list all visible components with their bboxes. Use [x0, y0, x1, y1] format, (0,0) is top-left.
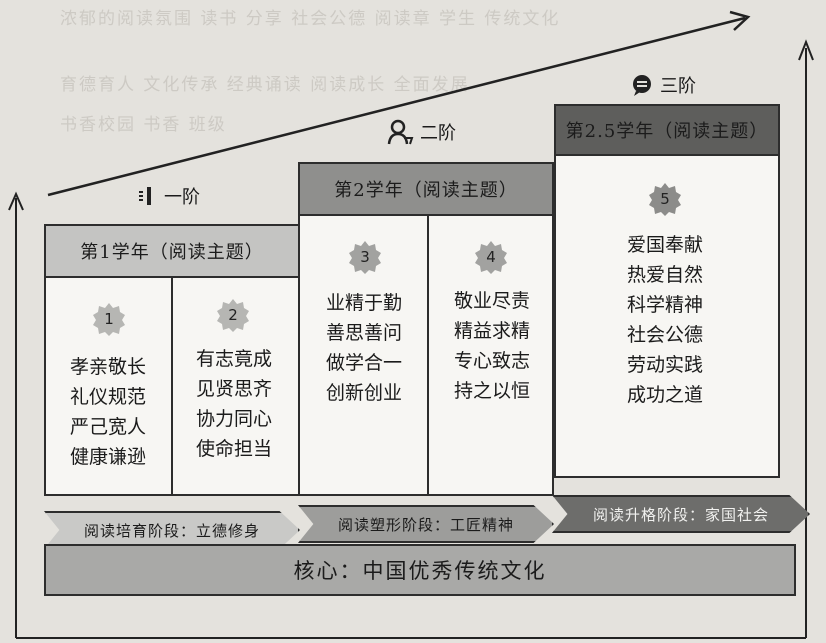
badge-3-number: 3: [360, 248, 370, 266]
group-4-items: 敬业尽责 精益求精 专心致志 持之以恒: [440, 286, 544, 406]
group-1-items: 孝亲敬长 礼仪规范 严己宽人 健康谦逊: [58, 352, 158, 472]
stage2-label: 二阶: [386, 118, 456, 146]
year1-divider: [171, 278, 173, 494]
background-text: 育德育人 文化传承 经典诵读 阅读成长 全面发展: [60, 75, 470, 95]
badge-5-number: 5: [660, 190, 670, 208]
phase-band-2: 阅读塑形阶段：工匠精神: [298, 505, 554, 543]
stage3-text: 三阶: [660, 76, 696, 97]
stage2-text: 二阶: [420, 123, 456, 144]
badge-2-number: 2: [228, 306, 238, 324]
year2-heading: 第2学年（阅读主题）: [298, 162, 554, 216]
year2-panel: [298, 214, 554, 496]
year3-heading: 第2.5学年（阅读主题）: [554, 104, 780, 156]
year2-divider: [427, 216, 429, 494]
background-text: 书香校园 书香 班级: [60, 115, 227, 135]
group-5-item: 劳动实践: [626, 354, 703, 376]
core-banner: 核心：中国优秀传统文化: [44, 544, 796, 596]
book-icon: [139, 187, 151, 205]
group-2-item: 使命担当: [195, 438, 272, 460]
group-5-item: 爱国奉献: [626, 234, 703, 256]
person-icon: [387, 119, 414, 145]
group-5-items: 爱国奉献 热爱自然 科学精神 社会公德 劳动实践 成功之道: [610, 230, 720, 410]
badge-3: 3: [348, 240, 382, 274]
group-1-item: 礼仪规范: [69, 386, 146, 408]
badge-1: 1: [92, 302, 126, 336]
group-4-item: 持之以恒: [453, 380, 530, 402]
group-2-item: 有志竟成: [195, 348, 272, 370]
group-3-items: 业精于勤 善思善问 做学合一 创新创业: [312, 288, 416, 408]
group-3-item: 创新创业: [325, 382, 402, 404]
badge-4-number: 4: [486, 248, 496, 266]
stage1-text: 一阶: [164, 187, 200, 208]
group-2-items: 有志竟成 见贤思齐 协力同心 使命担当: [184, 344, 284, 464]
phase-band-3: 阅读升格阶段：家国社会: [552, 495, 810, 533]
group-3-item: 做学合一: [325, 352, 402, 374]
group-2-item: 见贤思齐: [195, 378, 272, 400]
group-5-item: 科学精神: [626, 294, 703, 316]
group-1-item: 严己宽人: [69, 416, 146, 438]
group-1-item: 健康谦逊: [69, 446, 146, 468]
speech-bubble-icon: [633, 75, 651, 96]
group-1-item: 孝亲敬长: [69, 356, 146, 378]
badge-4: 4: [474, 240, 508, 274]
group-4-item: 敬业尽责: [453, 290, 530, 312]
badge-5: 5: [648, 182, 682, 216]
group-3-item: 善思善问: [325, 322, 402, 344]
badge-1-number: 1: [104, 310, 114, 328]
stage3-label: 三阶: [630, 72, 696, 98]
year1-heading: 第1学年（阅读主题）: [44, 224, 300, 278]
background-text: 浓郁的阅读氛围 读书 分享 社会公德 阅读章 学生 传统文化: [60, 9, 561, 29]
group-4-item: 精益求精: [453, 320, 530, 342]
group-5-item: 社会公德: [626, 324, 703, 346]
group-2-item: 协力同心: [195, 408, 272, 430]
badge-2: 2: [216, 298, 250, 332]
group-3-item: 业精于勤: [325, 292, 402, 314]
group-5-item: 成功之道: [626, 384, 703, 406]
group-5-item: 热爱自然: [626, 264, 703, 286]
stage1-label: 一阶: [136, 183, 200, 209]
group-4-item: 专心致志: [453, 350, 530, 372]
